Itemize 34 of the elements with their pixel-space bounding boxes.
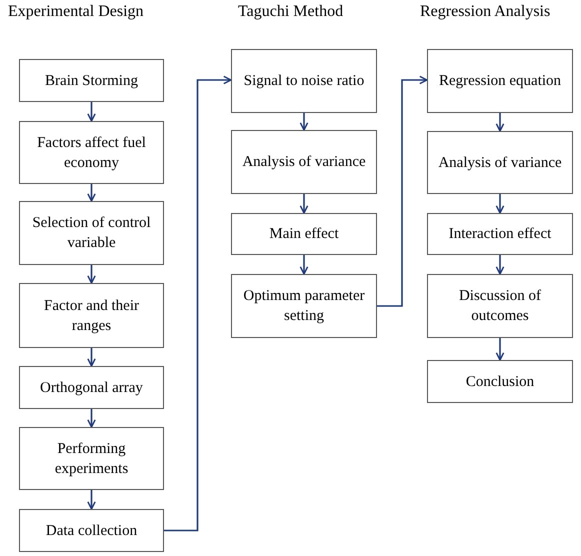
process-box: Performing experiments bbox=[19, 427, 164, 490]
arrow bbox=[496, 113, 504, 132]
arrow bbox=[300, 255, 308, 275]
arrow bbox=[87, 348, 96, 367]
column-heading: Experimental Design bbox=[8, 2, 144, 22]
arrow bbox=[87, 409, 96, 428]
process-box: Conclusion bbox=[427, 360, 573, 403]
arrow bbox=[87, 265, 96, 284]
arrow bbox=[87, 184, 96, 202]
arrow bbox=[377, 76, 428, 307]
process-box: Regression equation bbox=[427, 49, 573, 113]
process-box: Factors affect fuel economy bbox=[19, 121, 164, 184]
process-box: Data collection bbox=[19, 509, 164, 552]
column-heading: Regression Analysis bbox=[420, 2, 550, 22]
arrow bbox=[496, 255, 504, 275]
process-box: Discussion of outcomes bbox=[427, 274, 573, 338]
arrow bbox=[496, 338, 504, 361]
process-box: Optimum parameter setting bbox=[231, 274, 377, 338]
arrow bbox=[87, 102, 96, 122]
process-box: Main effect bbox=[231, 213, 377, 255]
process-box: Analysis of variance bbox=[231, 130, 377, 194]
arrow bbox=[87, 490, 96, 510]
column-heading: Taguchi Method bbox=[238, 2, 344, 22]
process-box: Signal to noise ratio bbox=[231, 49, 377, 113]
arrow bbox=[300, 194, 308, 214]
process-box: Brain Storming bbox=[19, 59, 164, 102]
process-box: Factor and their ranges bbox=[19, 283, 164, 348]
process-box: Selection of control variable bbox=[19, 201, 164, 265]
arrow bbox=[164, 76, 232, 532]
process-box: Orthogonal array bbox=[19, 366, 164, 409]
process-box: Interaction effect bbox=[427, 213, 573, 255]
arrow bbox=[300, 113, 308, 131]
process-box: Analysis of variance bbox=[427, 131, 573, 194]
arrow bbox=[496, 194, 504, 214]
